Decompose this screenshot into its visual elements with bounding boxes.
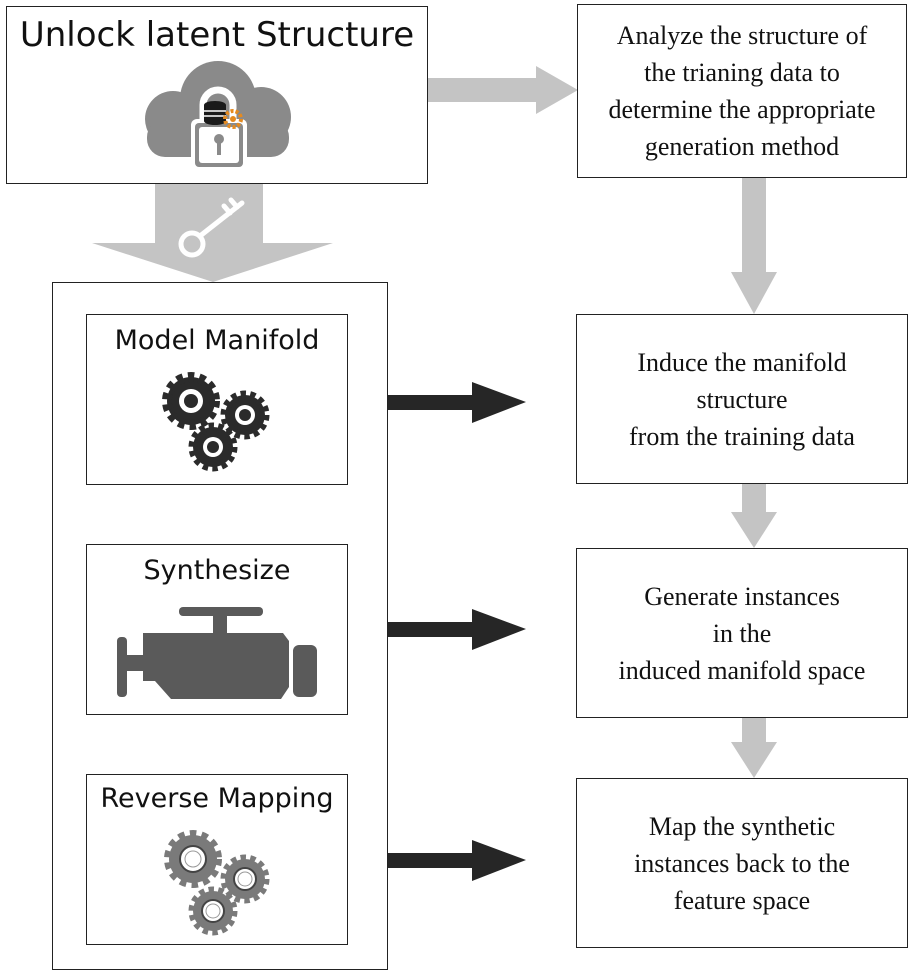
gears-icon <box>164 830 270 936</box>
step-line: Generate instances <box>644 581 840 611</box>
step-line: the trianing data to <box>644 58 840 87</box>
step-analyze-structure: Analyze the structure of the trianing da… <box>577 4 907 178</box>
module-synthesize: Synthesize <box>86 544 348 715</box>
step-line: instances back to the <box>634 848 850 878</box>
module-reverse-mapping: Reverse Mapping <box>86 774 348 945</box>
step-line: generation method <box>644 132 840 161</box>
arrow-header-to-modules <box>92 183 333 282</box>
step-text: Analyze the structure of the trianing da… <box>578 5 906 177</box>
arrow-header-to-analyze <box>428 66 578 114</box>
step-map-back: Map the synthetic instances back to the … <box>576 778 908 948</box>
module-label: Model Manifold <box>114 325 320 356</box>
header-box: Unlock latent Structure <box>6 6 428 184</box>
step-line: in the <box>712 618 772 648</box>
step-text: Map the synthetic instances back to the … <box>577 779 907 947</box>
header-title: Unlock latent Structure <box>19 15 415 55</box>
cloud-lock-icon <box>145 61 291 171</box>
key-icon <box>178 197 245 258</box>
step-line: from the training data <box>629 421 855 451</box>
arrow-step1-to-step2 <box>731 178 777 314</box>
engine-icon <box>117 607 317 699</box>
step-line: Analyze the structure of <box>616 21 868 50</box>
step-generate-instances: Generate instances in the induced manifo… <box>576 548 908 718</box>
step-line: induced manifold space <box>618 655 866 685</box>
gears-icon <box>162 372 270 472</box>
arrow-step3-to-step4 <box>731 718 777 778</box>
step-line: Induce the manifold <box>637 347 847 377</box>
module-label: Reverse Mapping <box>100 783 334 814</box>
module-model-manifold: Model Manifold <box>86 314 348 485</box>
step-line: feature space <box>673 885 811 915</box>
step-line: determine the appropriate <box>608 95 876 124</box>
arrow-step2-to-step3 <box>731 484 777 548</box>
module-label: Synthesize <box>143 555 291 586</box>
step-induce-manifold: Induce the manifold structure from the t… <box>576 314 908 484</box>
step-line: structure <box>696 384 788 414</box>
step-line: Map the synthetic <box>648 811 836 841</box>
step-text: Generate instances in the induced manifo… <box>577 549 907 717</box>
step-text: Induce the manifold structure from the t… <box>577 315 907 483</box>
